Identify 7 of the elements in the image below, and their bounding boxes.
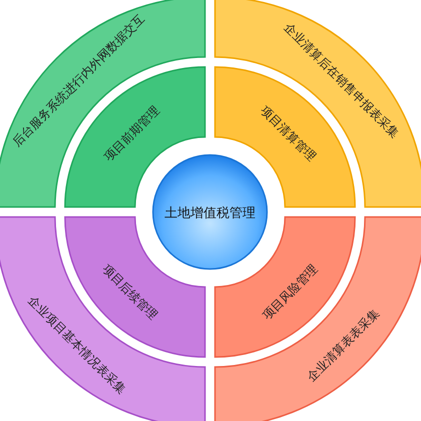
ring-segment [214, 0, 421, 208]
ring-segment [0, 0, 206, 208]
center-circle [152, 154, 268, 270]
segment-label: 项目前期管理 [101, 103, 162, 164]
segment-label: 项目清算管理 [258, 103, 319, 164]
segment-label: 项目后续管理 [100, 262, 160, 322]
center-label: 土地增值税管理 [164, 206, 256, 221]
